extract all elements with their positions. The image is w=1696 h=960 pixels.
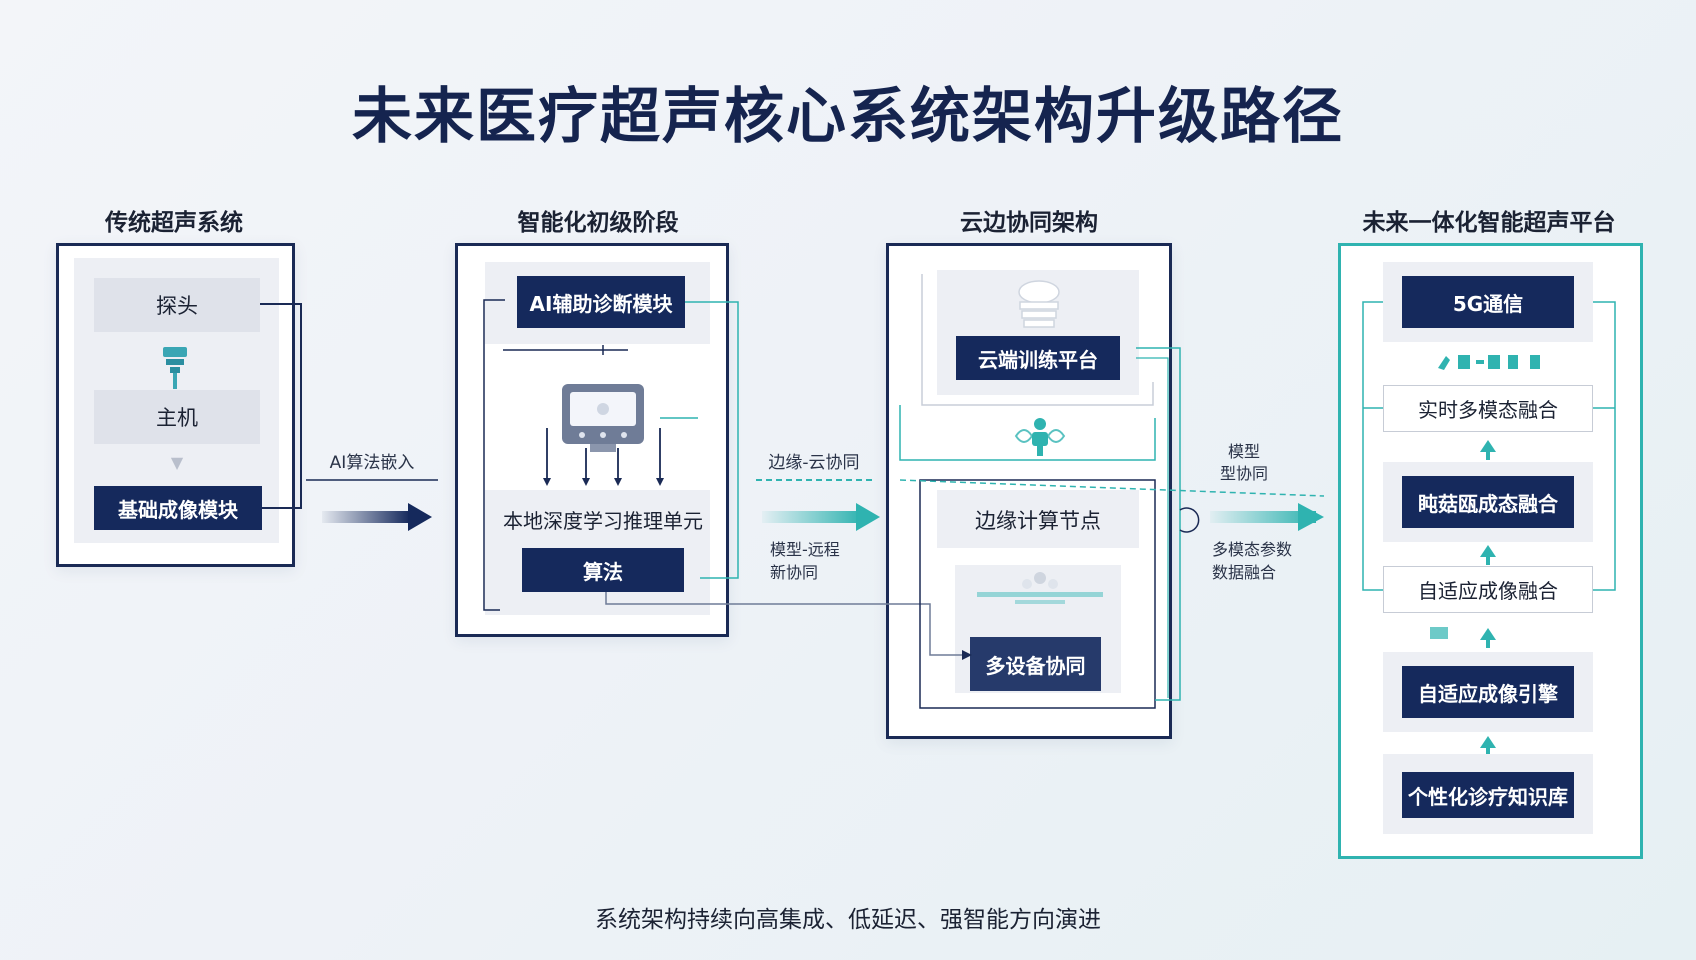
state-fusion-box: 盹菇瓯成态融合 — [1402, 476, 1574, 528]
knowledge-base-box: 个性化诊疗知识库 — [1402, 772, 1574, 818]
host-box: 主机 — [94, 390, 260, 444]
network-user-icon — [1012, 414, 1068, 458]
fiveg-box: 5G通信 — [1402, 276, 1574, 328]
probe-icon — [160, 345, 190, 391]
transition2b-label: 模型-远程 新协同 — [770, 540, 840, 582]
ai-diagnosis-box: AI辅助诊断模块 — [517, 276, 685, 328]
edge-compute-label: 边缘计算节点 — [975, 509, 1101, 533]
algorithm-box: 算法 — [522, 548, 684, 592]
stage2-title: 智能化初级阶段 — [517, 210, 679, 236]
multi-device-box: 多设备协同 — [970, 637, 1101, 691]
stage4-title: 未来一体化智能超声平台 — [1362, 210, 1616, 236]
footer-caption: 系统架构持续向高集成、低延迟、强智能方向演进 — [595, 907, 1101, 933]
transition1-label: AI算法嵌入 — [329, 453, 415, 473]
devices-icon — [975, 566, 1105, 622]
monitor-icon — [560, 382, 646, 456]
probe-box: 探头 — [94, 278, 260, 332]
page-title: 未来医疗超声核心系统架构升级路径 — [352, 82, 1344, 152]
transition3a-label: 模型 型协同 — [1220, 442, 1269, 483]
stage3-title: 云边协同架构 — [960, 210, 1098, 236]
arrow-down-icon: ▼ — [170, 453, 184, 472]
transition3b-label: 多模态参数 数据融合 — [1212, 540, 1293, 582]
cloud-training-box: 云端训练平台 — [956, 336, 1120, 380]
adaptive-engine-box: 自适应成像引擎 — [1402, 666, 1574, 718]
basic-imaging-box: 基础成像模块 — [94, 486, 262, 530]
transition2-label: 边缘-云协同 — [768, 453, 860, 473]
local-inference-label: 本地深度学习推理单元 — [503, 509, 703, 533]
stage1-title: 传统超声系统 — [105, 210, 243, 236]
signal-blocks-icon — [1436, 352, 1546, 372]
realtime-fusion-box: 实时多模态融合 — [1383, 385, 1593, 432]
cloud-server-icon — [1012, 278, 1066, 330]
adaptive-fusion-box: 自适应成像融合 — [1383, 566, 1593, 613]
